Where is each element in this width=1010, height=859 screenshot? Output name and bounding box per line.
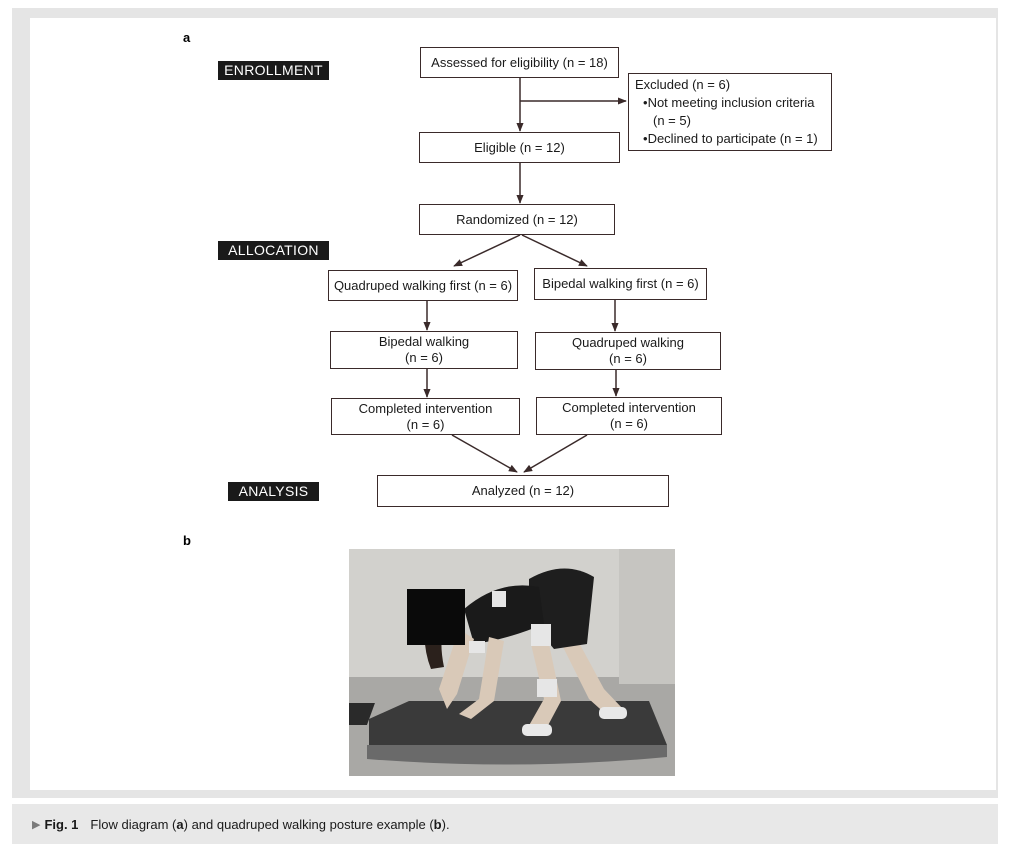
box-randomized-text: Randomized (n = 12)	[456, 211, 578, 227]
box-quadruped-first-text: Quadruped walking first (n = 6)	[333, 277, 513, 293]
box-quadruped-first: Quadruped walking first (n = 6)	[328, 270, 518, 301]
box-analyzed-text: Analyzed (n = 12)	[471, 483, 575, 498]
excluded-title: Excluded (n = 6)	[635, 77, 731, 92]
panel-letter-a: a	[183, 30, 191, 45]
box-eligible-text: Eligible (n = 12)	[474, 139, 565, 155]
box-bipedal-first-text: Bipedal walking first (n = 6)	[542, 276, 699, 291]
box-left-completed: Completed intervention (n = 6)	[331, 398, 520, 435]
caption-triangle-icon: ▶	[32, 818, 41, 831]
box-bipedal-first: Bipedal walking first (n = 6)	[534, 268, 707, 300]
box-left-completed-line2: (n = 6)	[406, 416, 445, 432]
section-enrollment: ENROLLMENT	[218, 61, 329, 80]
box-left-second-line1: Bipedal walking	[378, 334, 470, 349]
quadruped-walking-photo	[349, 549, 675, 776]
caption-panel-a: a	[176, 816, 184, 832]
bullet-icon: •	[643, 131, 648, 146]
box-right-completed-line1: Completed intervention	[562, 400, 696, 415]
excluded-reason-1-count: (n = 5)	[653, 113, 691, 128]
caption-text-3: ).	[441, 816, 450, 832]
excluded-reason-1-text: Not meeting inclusion criteria	[647, 95, 815, 110]
box-right-second-line2: (n = 6)	[609, 351, 647, 366]
caption-text-2: ) and quadruped walking posture example …	[183, 816, 434, 832]
box-right-second-line1: Quadruped walking	[571, 335, 685, 350]
section-allocation: ALLOCATION	[218, 241, 329, 260]
box-left-second: Bipedal walking (n = 6)	[330, 331, 518, 369]
figure-caption: ▶ Fig. 1 Flow diagram (a) and quadruped …	[12, 804, 998, 844]
box-excluded: Excluded (n = 6) •Not meeting inclusion …	[628, 73, 832, 151]
excluded-reason-1: •Not meeting inclusion criteria	[635, 94, 825, 112]
caption-label: Fig. 1	[44, 816, 79, 832]
box-eligible: Eligible (n = 12)	[419, 132, 620, 163]
box-left-completed-line1: Completed intervention	[358, 400, 493, 416]
bullet-icon: •	[643, 95, 648, 110]
box-left-second-line2: (n = 6)	[405, 350, 443, 365]
box-analyzed: Analyzed (n = 12)	[377, 475, 669, 507]
box-randomized: Randomized (n = 12)	[419, 204, 615, 235]
section-analysis: ANALYSIS	[228, 482, 319, 501]
excluded-reason-2-text: Declined to participate (n = 1)	[647, 131, 818, 146]
box-assessed-text: Assessed for eligibility (n = 18)	[431, 54, 608, 70]
box-assessed: Assessed for eligibility (n = 18)	[420, 47, 619, 78]
panel-letter-b: b	[183, 533, 191, 548]
box-right-completed-line2: (n = 6)	[610, 416, 648, 431]
box-right-completed: Completed intervention (n = 6)	[536, 397, 722, 435]
caption-text-1: Flow diagram (	[90, 816, 177, 832]
excluded-reason-2: •Declined to participate (n = 1)	[635, 130, 825, 148]
box-right-second: Quadruped walking (n = 6)	[535, 332, 721, 370]
caption-panel-b: b	[433, 816, 442, 832]
